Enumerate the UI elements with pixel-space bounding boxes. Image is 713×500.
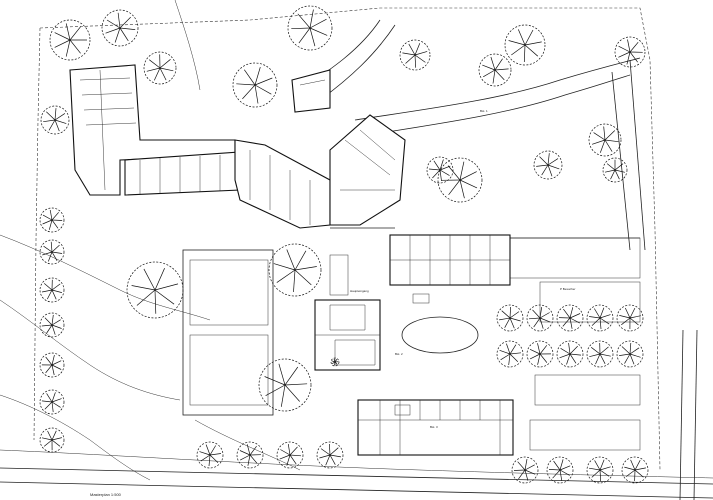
tree-symbol: [602, 157, 628, 183]
trees: [39, 5, 649, 484]
label-site-a: Bst. 1: [480, 109, 488, 113]
scale-caption: Masterplan 1:500: [90, 492, 122, 497]
tree-symbol: [49, 19, 91, 61]
label-site-b: Bst. 2: [395, 352, 403, 356]
tree-symbol: [268, 243, 322, 297]
site-boundary: [33, 7, 661, 471]
building-north-small: [291, 69, 331, 113]
tree-symbol: [546, 456, 574, 484]
tree-symbol: [39, 312, 65, 338]
tree-symbol: [316, 441, 344, 469]
sports-courts: [182, 249, 274, 416]
tree-symbol: [496, 340, 524, 368]
building-main: [314, 254, 381, 371]
tree-symbol: [478, 53, 512, 87]
tree-symbol: [588, 123, 622, 157]
tree-symbol: [143, 51, 177, 85]
tree-symbol: [232, 62, 278, 108]
tree-symbol: [616, 304, 644, 332]
building-west-wing: [69, 64, 241, 196]
label-site-c: Bst. 3: [430, 425, 438, 429]
tree-symbol: [236, 441, 264, 469]
plan-labels: Bst. 1 Bst. 2 Bst. 3 P Besucher Hauptein…: [350, 109, 575, 429]
tree-symbol: [614, 36, 646, 68]
tree-symbol: [126, 261, 184, 319]
tree-symbol: [533, 150, 563, 180]
tree-symbol: [287, 5, 333, 51]
tree-symbol: [504, 24, 546, 66]
building-south: [357, 399, 514, 456]
tree-symbol: [39, 352, 65, 378]
tree-symbol: [39, 389, 65, 415]
tree-symbol: [258, 358, 312, 412]
label-entrance: Haupteingang: [350, 289, 369, 293]
tree-symbol: [276, 441, 304, 469]
tree-symbol: [40, 105, 70, 135]
tree-symbol: [526, 304, 554, 332]
tree-symbol: [426, 156, 454, 184]
tree-symbol: [556, 304, 584, 332]
building-east-pavilion: [389, 234, 511, 286]
tree-symbol: [586, 304, 614, 332]
tree-symbol: [39, 239, 65, 265]
tree-symbol: [616, 340, 644, 368]
parking-area: [509, 237, 641, 451]
label-parking: P Besucher: [560, 287, 575, 291]
tree-symbol: [437, 157, 483, 203]
tree-symbol: [39, 207, 65, 233]
tree-symbol: [511, 456, 539, 484]
tree-symbol: [330, 357, 340, 367]
tree-symbol: [101, 9, 139, 47]
tree-symbol: [526, 340, 554, 368]
tree-symbol: [39, 427, 65, 453]
tree-symbol: [496, 304, 524, 332]
tree-symbol: [556, 340, 584, 368]
tree-symbol: [39, 277, 65, 303]
roads: [0, 19, 713, 500]
tree-symbol: [399, 39, 431, 71]
tree-symbol: [586, 340, 614, 368]
tree-symbol: [196, 441, 224, 469]
oval-courtyard: [401, 293, 479, 354]
tree-symbol: [621, 456, 649, 484]
building-central-link: [234, 114, 406, 229]
tree-symbol: [586, 456, 614, 484]
terrain-contours: [0, 0, 713, 481]
